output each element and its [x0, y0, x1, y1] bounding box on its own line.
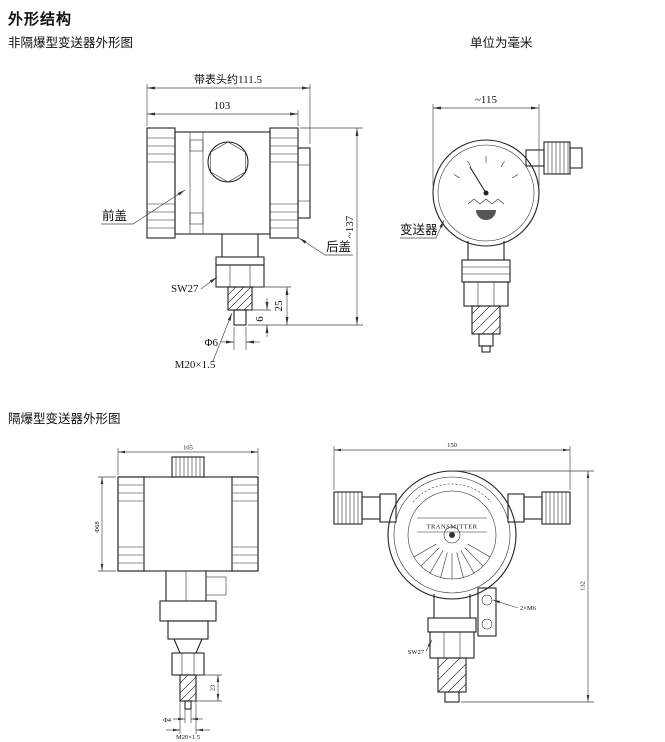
thread-spec-text: M20×1.5 [176, 734, 200, 740]
dim-stub-len-text: 6 [254, 316, 266, 322]
dim-body-width-text: 103 [214, 100, 231, 112]
vent-fan-lines [413, 543, 491, 579]
pressure-port-stub [184, 700, 192, 710]
pressure-port-stub [444, 691, 460, 703]
dim-height-text: ~137 [344, 215, 356, 238]
cable-gland-right [507, 491, 571, 525]
thread [437, 657, 467, 693]
section2-label: 隔爆型变送器外形图 [8, 412, 121, 426]
hex-nut [463, 281, 509, 307]
part-labels: 2×M6 SW27 [408, 599, 537, 656]
dimension-lines: ~115 [432, 94, 540, 186]
process-connection [427, 587, 497, 703]
dim-stub-dia-text: Φ4 [163, 717, 172, 724]
bolt-spec-label: 2×M6 [520, 605, 537, 612]
dim-total-width-text: 带表头约111.5 [194, 72, 262, 86]
dimension-lines: 带表头约111.5 103 ~137 25 6 Φ6 M20×1.5 [146, 72, 363, 371]
process-connection [215, 234, 265, 326]
unit-note: 单位为毫米 [470, 36, 533, 50]
gauge-scale-ticks [453, 156, 519, 179]
drawing-exproof-front-view: TRANSMITTER 150 132 2×M6 [333, 442, 594, 703]
dim-height-text: 132 [580, 581, 587, 591]
thread-spec-text: M20×1.5 [175, 359, 216, 371]
process-connection [159, 571, 227, 710]
round-housing [432, 139, 540, 247]
part-labels: 变送器 [400, 219, 445, 239]
wrench-size-label: SW27 [408, 649, 425, 656]
cable-gland [525, 141, 583, 175]
wrench-size-label: SW27 [171, 283, 199, 295]
drawing-nonexproof-front-view: ~115 变送器 [400, 94, 583, 353]
gauge-bottom-wedge [476, 210, 496, 220]
dim-thread-len-text: 23 [210, 685, 217, 692]
mounting-plate [477, 587, 497, 637]
housing-outline [117, 456, 259, 572]
dim-stub-dia-text: Φ6 [204, 337, 218, 349]
front-cover-label: 前盖 [102, 208, 127, 223]
page-title: 外形结构 [8, 12, 73, 28]
housing-outline [146, 127, 311, 239]
hex-nut [171, 652, 205, 676]
back-cover-label: 后盖 [326, 240, 351, 254]
pressure-port-stub [233, 309, 247, 326]
drawing-exproof-side-view: 105 Φ68 23 Φ4 M20×1.5 [94, 445, 259, 740]
hex-nut [429, 631, 475, 659]
dim-width-text: 105 [183, 445, 193, 452]
thread [179, 674, 197, 702]
transmitter-label: 变送器 [400, 222, 438, 237]
dim-width-text: 150 [447, 442, 457, 449]
dim-body-dia-text: Φ68 [94, 521, 101, 532]
process-connection [461, 241, 511, 353]
round-housing: TRANSMITTER [387, 470, 517, 600]
dimension-lines: 105 Φ68 23 Φ4 M20×1.5 [94, 445, 259, 740]
part-labels: 前盖 后盖 SW27 [101, 189, 353, 295]
hex-plug [207, 141, 249, 183]
dimension-lines: 150 132 [333, 442, 594, 703]
cable-gland-left [333, 491, 397, 525]
hex-nut [215, 264, 265, 288]
gauge-needle [469, 166, 487, 194]
dim-width-text: ~115 [475, 94, 498, 106]
drawing-nonexproof-side-view: 带表头约111.5 103 ~137 25 6 Φ6 M20×1.5 前盖 后盖… [101, 72, 363, 371]
dim-25-text: 25 [273, 300, 285, 312]
section1-label: 非隔爆型变送器外形图 [8, 36, 134, 50]
